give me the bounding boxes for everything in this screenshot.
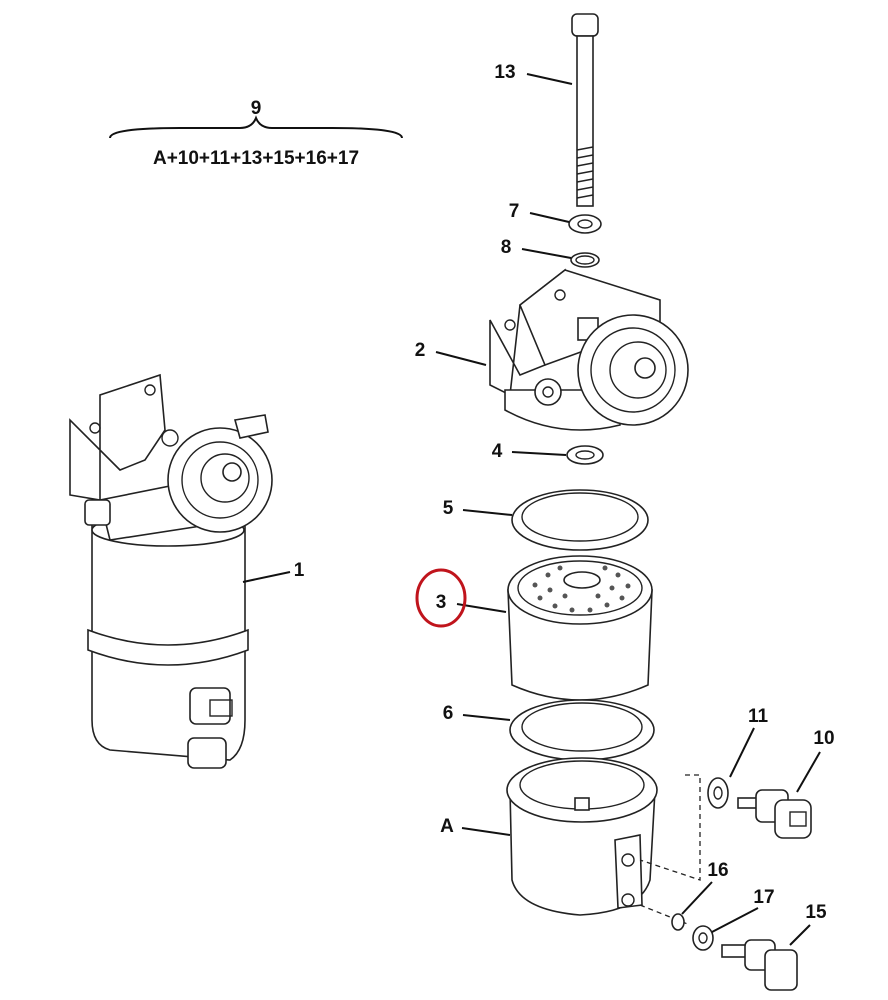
highlight-circle-part-3 [415,568,467,628]
seal-4 [566,445,604,465]
oring-8 [570,252,600,268]
gasket-5 [511,489,649,551]
label-8: 8 [501,237,512,258]
bolt-13 [571,13,599,207]
oring-16 [671,913,685,931]
assembly-guide-lines [639,774,701,926]
assembled-filter-illustration [69,373,273,769]
label-4: 4 [492,441,503,462]
label-1: 1 [294,560,305,581]
label-2: 2 [415,340,426,361]
washer-7 [568,214,602,234]
label-7: 7 [509,201,520,222]
kit-formula: A+10+11+13+15+16+17 [153,148,359,169]
kit-number: 9 [251,98,262,119]
leader-lines [242,73,821,946]
label-16: 16 [707,860,728,881]
filter-bowl-A [506,757,658,916]
washer-17 [692,925,714,951]
label-A: A [440,816,454,837]
sensor-15 [721,939,798,991]
washer-11 [707,777,729,809]
filter-head-2 [489,268,689,431]
label-5: 5 [443,498,454,519]
filter-element-3 [507,555,653,701]
label-17: 17 [753,887,774,908]
sensor-10 [737,789,812,839]
label-11: 11 [748,706,769,727]
label-3: 3 [436,592,447,613]
label-10: 10 [813,728,834,749]
label-6: 6 [443,703,454,724]
label-15: 15 [805,902,827,923]
label-13: 13 [494,62,515,83]
kit-brace [109,115,403,139]
